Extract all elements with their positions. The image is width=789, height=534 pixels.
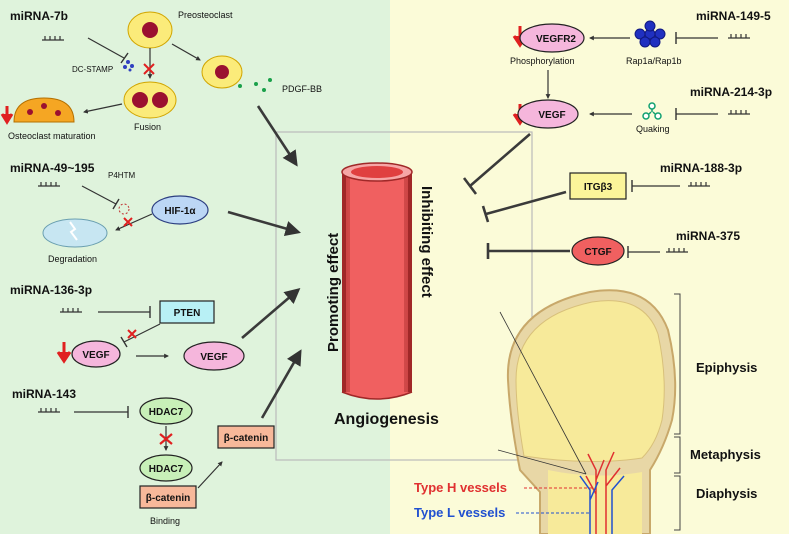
mirna-7b-label: miRNA-7b	[10, 9, 68, 23]
vegf-low-node: VEGF	[71, 340, 121, 368]
hdac7-top-label: HDAC7	[149, 407, 184, 418]
rap1-icon	[634, 20, 666, 48]
region-brackets	[674, 293, 681, 531]
hdac7-top-node: HDAC7	[139, 397, 193, 425]
degradation-icon	[42, 218, 108, 248]
bone-illustration	[506, 289, 677, 534]
diaphysis-label: Diaphysis	[696, 486, 757, 501]
epiphysis-label: Epiphysis	[696, 360, 757, 375]
mirna-136-3p-label: miRNA-136-3p	[10, 283, 92, 297]
p4htm-label: P4HTM	[108, 171, 135, 180]
angiogenesis-label: Angiogenesis	[334, 411, 439, 428]
mirna-188-3p-label: miRNA-188-3p	[660, 161, 742, 175]
beta-catenin-free-box	[217, 425, 275, 449]
dc-stamp-icon	[123, 60, 134, 72]
pdgf-dots	[238, 78, 272, 92]
inhibiting-label: Inhibiting effect	[418, 186, 435, 298]
hdac7-bottom-node: HDAC7	[139, 454, 193, 482]
p4htm-icon	[118, 203, 130, 215]
mirna-375-label: miRNA-375	[676, 229, 740, 243]
preosteoclast-label: Preosteoclast	[178, 10, 233, 20]
binding-label: Binding	[150, 516, 180, 526]
inhibit-line	[87, 37, 125, 59]
mirna-149-5-label: miRNA-149-5	[696, 9, 771, 23]
blood-vessel	[341, 162, 413, 400]
promoting-arrows	[227, 105, 302, 419]
beta-catenin-free-label: β-catenin	[224, 433, 268, 444]
hif1a-node: HIF-1α	[151, 195, 209, 225]
fusion-cell	[123, 81, 177, 119]
left-panel	[0, 0, 390, 534]
mirna-49-195-label: miRNA-49~195	[10, 161, 95, 175]
pten-box	[159, 300, 215, 324]
fusion-label: Fusion	[134, 122, 161, 132]
itgb3-box	[569, 172, 627, 200]
dc-stamp-label: DC-STAMP	[72, 65, 113, 74]
promoting-label: Promoting effect	[325, 233, 342, 352]
vegf-low-label: VEGF	[82, 350, 109, 361]
vegfr2-label: VEGFR2	[536, 34, 576, 45]
ctgf-node: CTGF	[571, 236, 625, 266]
phosphorylation-label: Phosphorylation	[510, 56, 575, 66]
mirna-214-3p-label: miRNA-214-3p	[690, 85, 772, 99]
osteoclast-cell	[13, 97, 75, 123]
rap1-label: Rap1a/Rap1b	[626, 56, 682, 66]
itgb3-label: ITGβ3	[584, 182, 613, 193]
metaphysis-label: Metaphysis	[690, 447, 761, 462]
beta-catenin-bound-label: β-catenin	[146, 493, 190, 504]
type-h-label: Type H vessels	[414, 480, 507, 495]
inhibiting-lines	[462, 133, 570, 259]
quaking-label: Quaking	[636, 124, 670, 134]
pten-label: PTEN	[174, 308, 201, 319]
vegf-out-node: VEGF	[183, 341, 245, 371]
vegf-out-label: VEGF	[200, 352, 227, 363]
hdac7-bottom-label: HDAC7	[149, 464, 184, 475]
down-arrow-icon	[0, 106, 14, 125]
hif1a-label: HIF-1α	[164, 206, 196, 217]
secreting-cell	[201, 55, 243, 89]
osteoclast-maturation-label: Osteoclast maturation	[8, 131, 96, 141]
quaking-icon	[642, 102, 662, 120]
mirna-143-label: miRNA-143	[12, 387, 76, 401]
type-l-label: Type L vessels	[414, 505, 505, 520]
down-arrow-icon	[56, 342, 72, 364]
vegf-right-node: VEGF	[517, 99, 579, 129]
vegfr2-node: VEGFR2	[519, 23, 585, 53]
beta-catenin-bound-box	[139, 485, 197, 509]
pdgf-bb-label: PDGF-BB	[282, 84, 322, 94]
bone-vessels	[579, 451, 625, 534]
vegf-right-label: VEGF	[538, 110, 565, 121]
block-x	[143, 63, 155, 75]
center-frame	[275, 131, 533, 461]
mirna-icon	[42, 36, 64, 41]
degradation-label: Degradation	[48, 254, 97, 264]
ctgf-label: CTGF	[584, 247, 611, 258]
preosteoclast-cell	[127, 11, 173, 49]
